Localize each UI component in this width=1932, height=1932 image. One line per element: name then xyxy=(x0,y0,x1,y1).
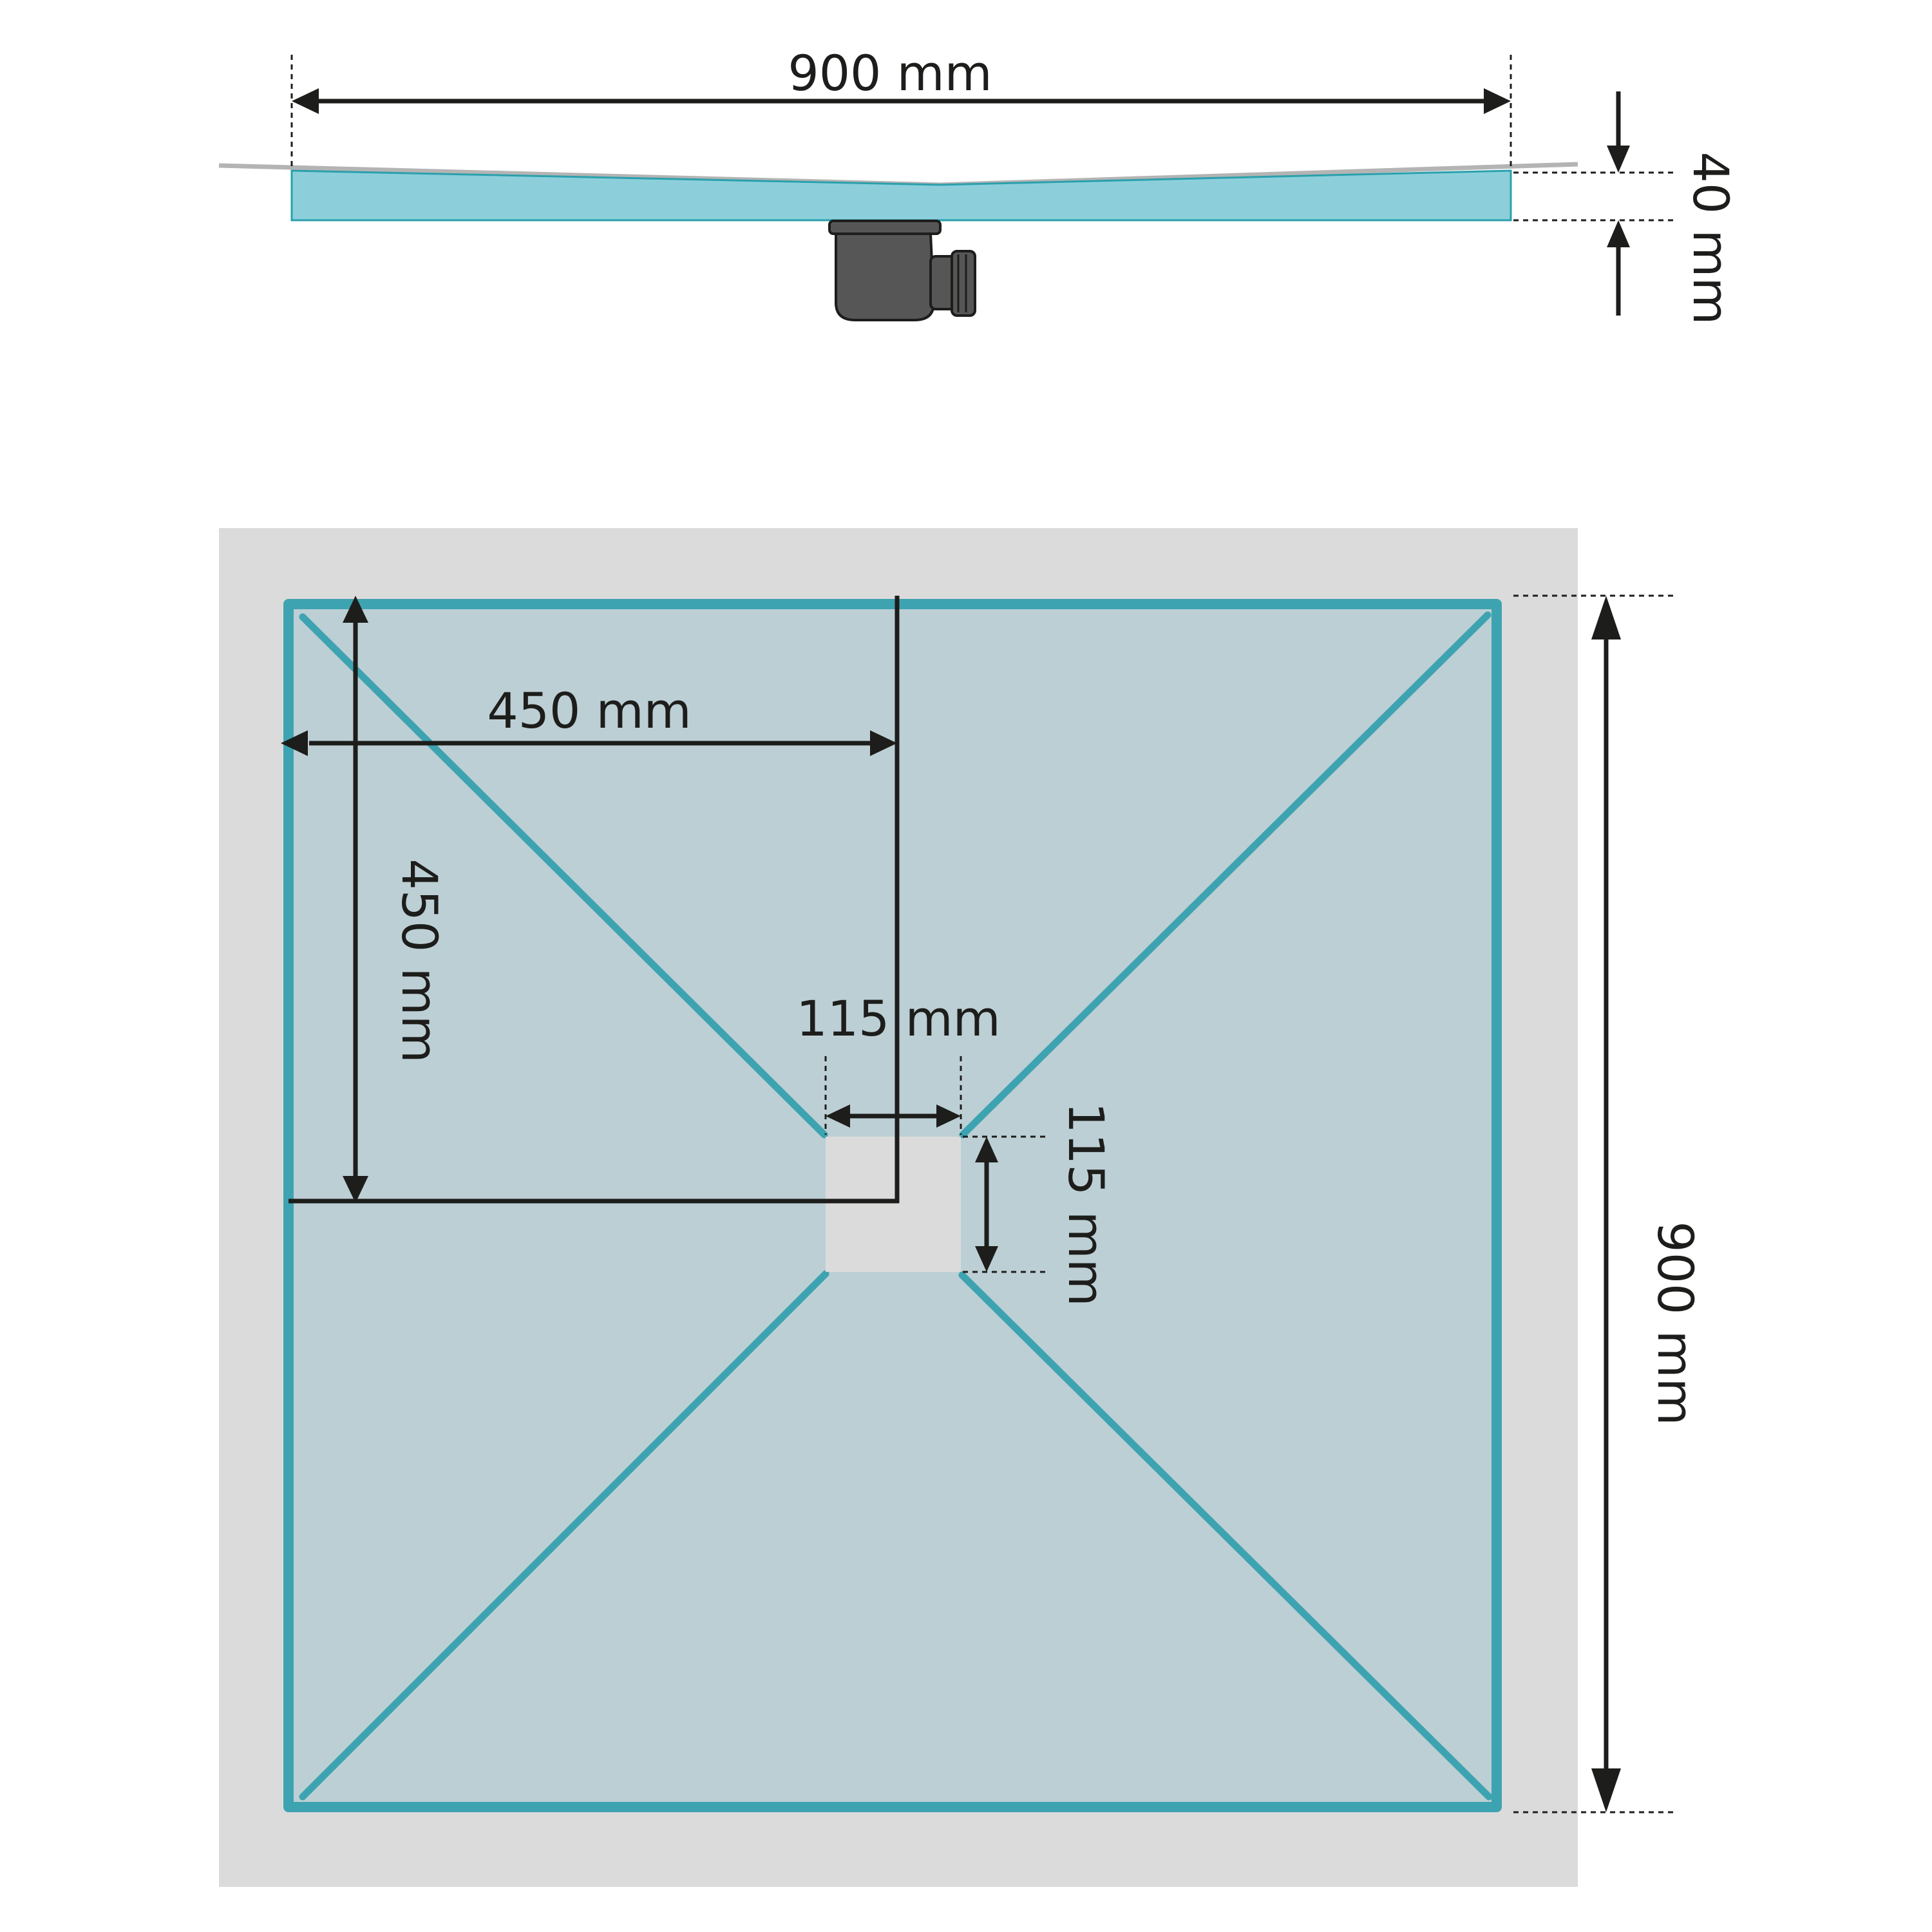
side-width-dimension: 900 mm xyxy=(290,44,1512,171)
drain-width-dimension: 115 mm xyxy=(796,990,1001,1135)
drain-width-label: 115 mm xyxy=(796,990,1000,1047)
top-view: 450 mm 450 mm 115 mm 115 mm xyxy=(219,528,1704,1887)
depth-dimension: 900 mm xyxy=(1513,594,1704,1814)
drain-offset-x-label: 450 mm xyxy=(487,682,691,739)
side-height-label: 40 mm xyxy=(1682,152,1739,325)
drain-height-label: 115 mm xyxy=(1057,1102,1115,1306)
drain-offset-y-dimension: 450 mm xyxy=(343,596,448,1203)
slope-lines xyxy=(299,611,1493,1801)
depth-label: 900 mm xyxy=(1647,1221,1704,1425)
drain-siphon xyxy=(828,220,976,321)
drain-height-dimension: 115 mm xyxy=(963,1102,1115,1307)
drain-center-reference xyxy=(289,596,900,1204)
drain-cutout xyxy=(826,1137,961,1272)
side-view: 900 mm 40 mm xyxy=(218,44,1739,325)
drain-offset-y-label: 450 mm xyxy=(391,858,448,1063)
side-width-label: 900 mm xyxy=(788,44,992,102)
side-height-dimension: 40 mm xyxy=(1513,91,1739,325)
tray-side-section xyxy=(290,169,1512,222)
drain-offset-x-dimension: 450 mm xyxy=(281,682,897,756)
